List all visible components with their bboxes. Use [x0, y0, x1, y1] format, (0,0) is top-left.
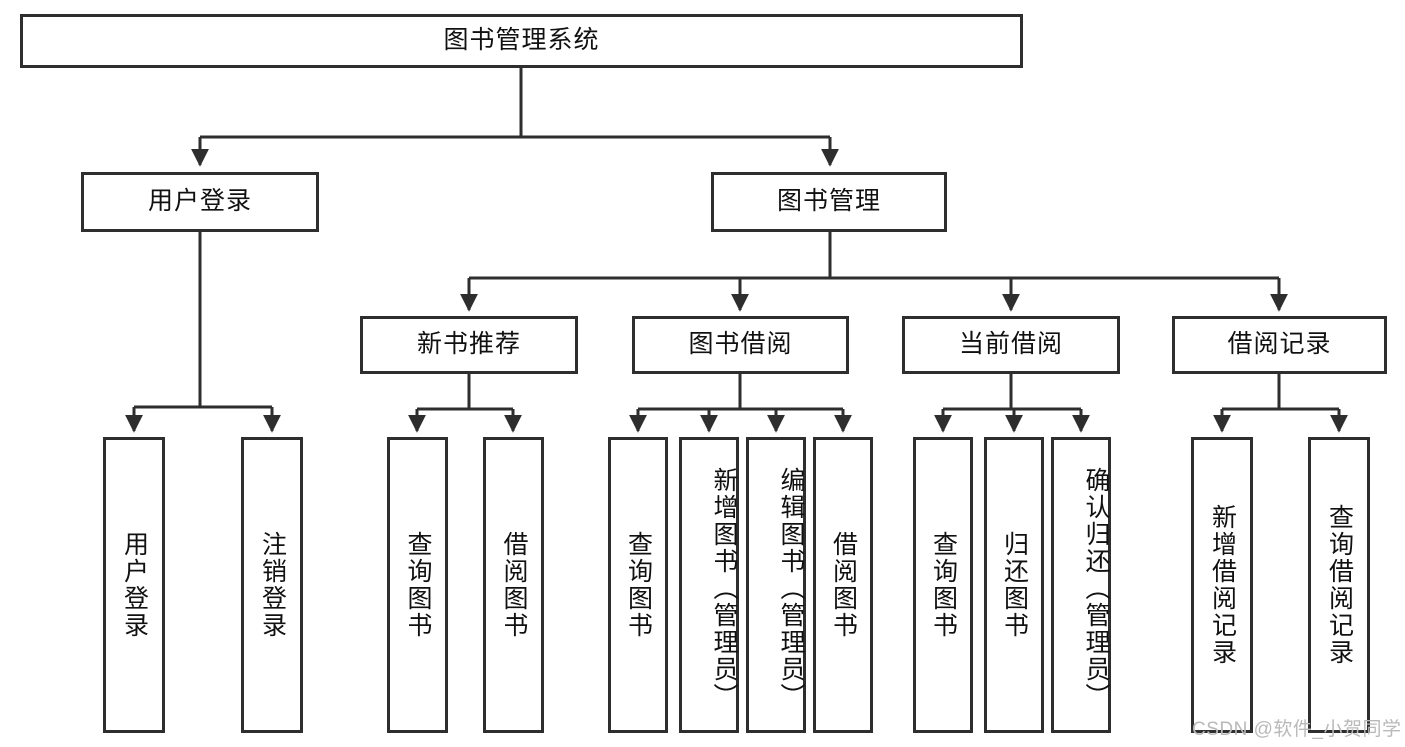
leaf-user-logout[interactable]: 注销登录	[241, 437, 303, 733]
leaf-borrow-book[interactable]: 借阅图书	[813, 437, 873, 733]
leaf-add-book-admin[interactable]: 新增图书（管理员）	[679, 437, 739, 733]
leaf-user-login[interactable]: 用户登录	[103, 437, 165, 733]
leaf-add-borrow-record[interactable]: 新增借阅记录	[1191, 437, 1253, 733]
node-root[interactable]: 图书管理系统	[20, 14, 1023, 68]
leaf-query-borrow-record[interactable]: 查询借阅记录	[1308, 437, 1370, 733]
leaf-query-book-recommend[interactable]: 查询图书	[387, 437, 448, 733]
node-user-login[interactable]: 用户登录	[81, 172, 319, 232]
leaf-edit-book-admin[interactable]: 编辑图书（管理员）	[746, 437, 806, 733]
node-book-management[interactable]: 图书管理	[711, 172, 947, 232]
watermark: CSDN @软件_小贺同学	[1192, 719, 1402, 740]
leaf-borrow-book-recommend[interactable]: 借阅图书	[483, 437, 544, 733]
node-new-book-recommend[interactable]: 新书推荐	[360, 316, 578, 374]
node-current-borrow[interactable]: 当前借阅	[902, 316, 1120, 374]
leaf-query-book-current[interactable]: 查询图书	[913, 437, 973, 733]
leaf-confirm-return-admin[interactable]: 确认归还（管理员）	[1051, 437, 1111, 733]
leaf-query-book-borrow[interactable]: 查询图书	[608, 437, 668, 733]
node-borrow-record[interactable]: 借阅记录	[1172, 316, 1387, 374]
leaf-return-book[interactable]: 归还图书	[984, 437, 1044, 733]
node-book-borrow[interactable]: 图书借阅	[632, 316, 849, 374]
